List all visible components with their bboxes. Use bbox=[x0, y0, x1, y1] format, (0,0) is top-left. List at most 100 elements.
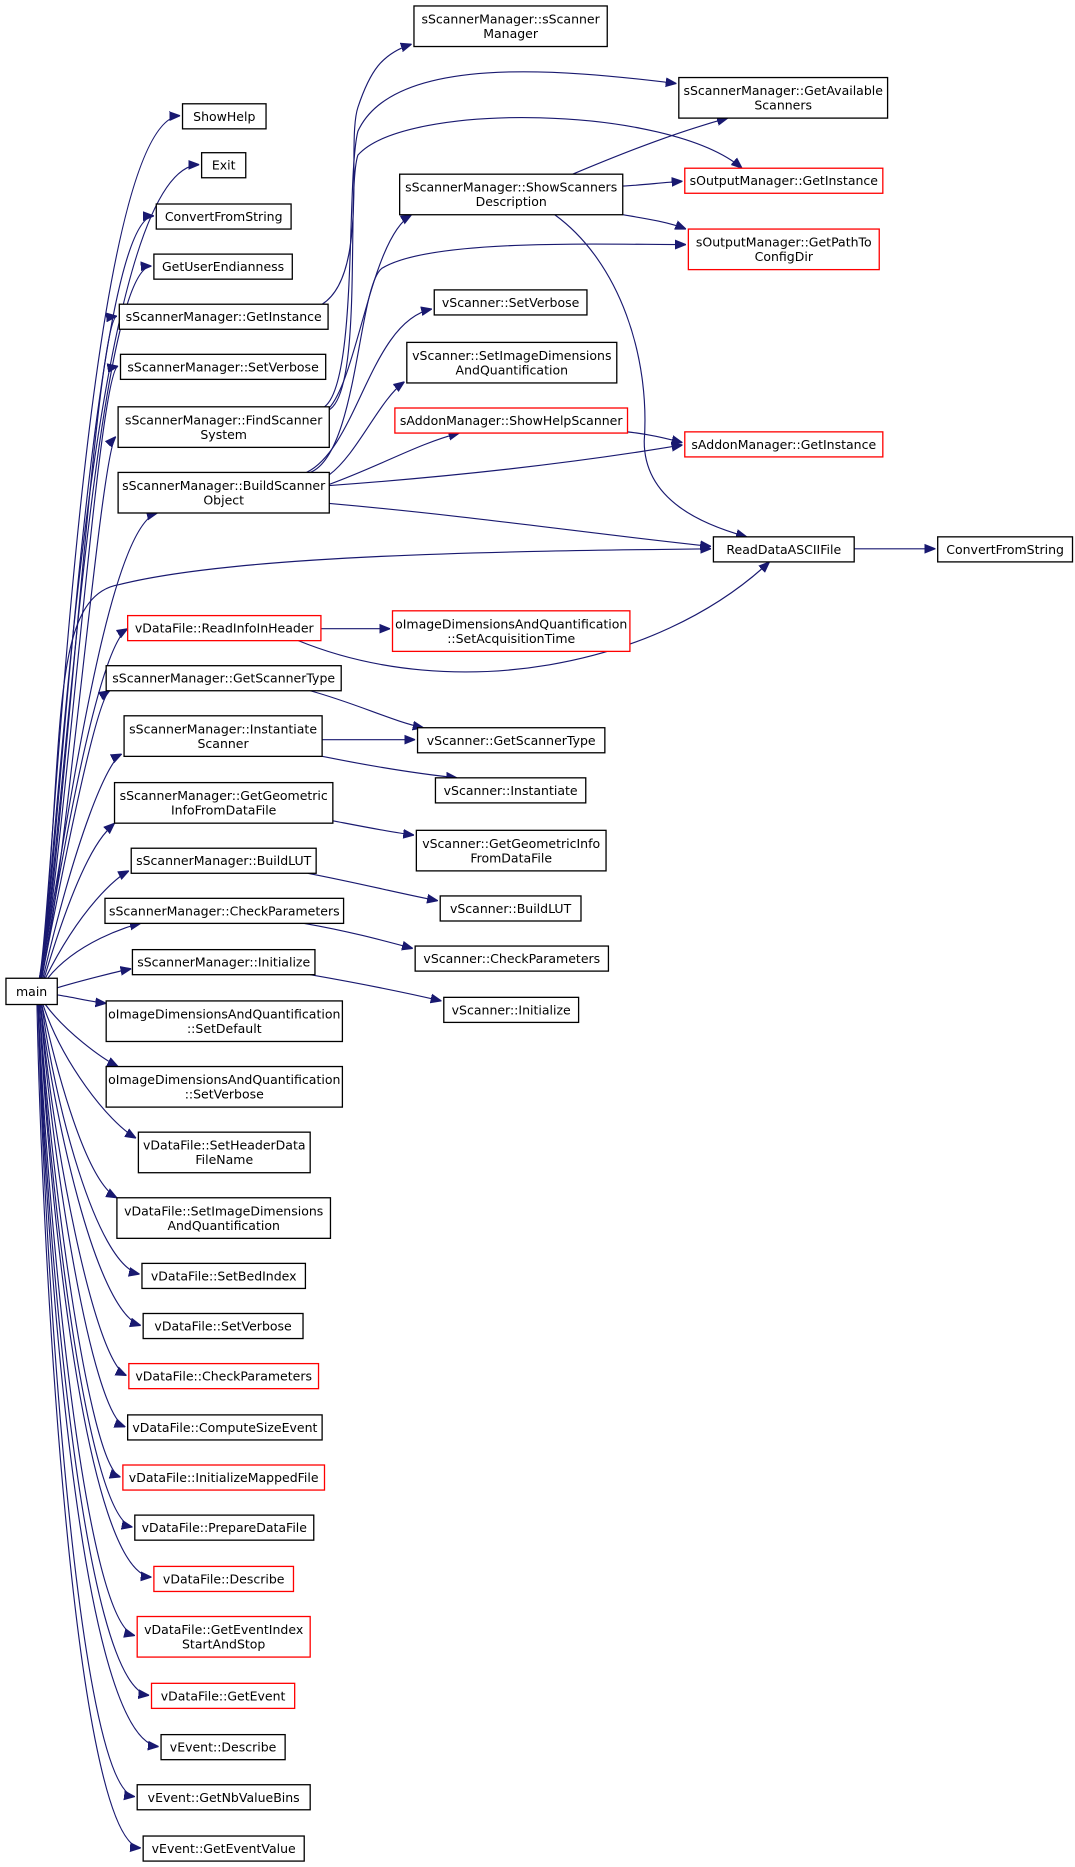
node-box[interactable] bbox=[439, 895, 582, 922]
node-am_showhelpscanner[interactable]: sAddonManager::ShowHelpScanner bbox=[394, 407, 629, 434]
node-sm_getgeometricinfo[interactable]: sScannerManager::GetGeometricInfoFromDat… bbox=[113, 781, 334, 824]
node-box[interactable] bbox=[394, 407, 629, 434]
node-convertfromstring_b[interactable]: ConvertFromString bbox=[937, 536, 1074, 563]
node-box[interactable] bbox=[687, 228, 880, 271]
node-box[interactable] bbox=[131, 948, 316, 976]
node-df_computesizeevent[interactable]: vDataFile::ComputeSizeEvent bbox=[127, 1414, 323, 1441]
node-df_setbedindex[interactable]: vDataFile::SetBedIndex bbox=[141, 1262, 307, 1290]
node-sm_getscannertype[interactable]: sScannerManager::GetScannerType bbox=[105, 665, 342, 692]
node-sm_sscannermanager[interactable]: sScannerManager::sScannerManager bbox=[413, 5, 608, 48]
node-sm_checkparameters[interactable]: sScannerManager::CheckParameters bbox=[104, 897, 345, 925]
node-box[interactable] bbox=[391, 610, 631, 653]
node-box[interactable] bbox=[200, 152, 247, 179]
node-df_preparedatafile[interactable]: vDataFile::PrepareDataFile bbox=[134, 1514, 315, 1541]
node-box[interactable] bbox=[406, 341, 618, 384]
node-showhelp[interactable]: ShowHelp bbox=[181, 103, 267, 130]
node-box[interactable] bbox=[434, 777, 587, 804]
node-main[interactable]: main bbox=[5, 977, 58, 1006]
node-sm_getinstance[interactable]: sScannerManager::GetInstance bbox=[118, 303, 329, 330]
node-box[interactable] bbox=[399, 173, 624, 216]
node-box[interactable] bbox=[105, 1000, 344, 1043]
node-box[interactable] bbox=[141, 1262, 307, 1290]
node-box[interactable] bbox=[433, 289, 588, 316]
node-vs_setverbose[interactable]: vScanner::SetVerbose bbox=[433, 289, 588, 316]
node-box[interactable] bbox=[937, 536, 1074, 563]
node-box[interactable] bbox=[113, 781, 334, 824]
node-box[interactable] bbox=[5, 977, 58, 1006]
node-vs_setimagedimensions[interactable]: vScanner::SetImageDimensionsAndQuantific… bbox=[406, 341, 618, 384]
node-vs_checkparameters[interactable]: vScanner::CheckParameters bbox=[414, 945, 610, 972]
node-sm_setverbose[interactable]: sScannerManager::SetVerbose bbox=[119, 353, 327, 381]
node-vs_instantiate[interactable]: vScanner::Instantiate bbox=[434, 777, 587, 804]
node-oi_setdefault[interactable]: oImageDimensionsAndQuantification::SetDe… bbox=[105, 1000, 344, 1043]
node-df_readinfoinheader[interactable]: vDataFile::ReadInfoInHeader bbox=[127, 614, 322, 642]
node-box[interactable] bbox=[119, 353, 327, 381]
node-box[interactable] bbox=[443, 996, 580, 1024]
node-exit[interactable]: Exit bbox=[200, 152, 247, 179]
node-getuserendianness[interactable]: GetUserEndianness bbox=[153, 253, 293, 280]
node-box[interactable] bbox=[127, 1414, 323, 1441]
node-convertfromstring_a[interactable]: ConvertFromString bbox=[155, 203, 292, 230]
node-ev_describe[interactable]: vEvent::Describe bbox=[160, 1733, 286, 1761]
node-box[interactable] bbox=[117, 406, 330, 449]
node-ev_getnbvaluebins[interactable]: vEvent::GetNbValueBins bbox=[136, 1784, 311, 1811]
node-df_describe[interactable]: vDataFile::Describe bbox=[153, 1565, 295, 1593]
node-om_getinstance[interactable]: sOutputManager::GetInstance bbox=[684, 167, 884, 194]
node-ev_geteventvalue[interactable]: vEvent::GetEventValue bbox=[142, 1835, 305, 1862]
node-box[interactable] bbox=[153, 253, 293, 280]
node-sm_initialize[interactable]: sScannerManager::Initialize bbox=[131, 948, 316, 976]
node-box[interactable] bbox=[122, 1464, 326, 1491]
node-box[interactable] bbox=[137, 1131, 311, 1174]
node-df_setimagedimensions[interactable]: vDataFile::SetImageDimensionsAndQuantifi… bbox=[116, 1197, 332, 1239]
node-box[interactable] bbox=[160, 1733, 286, 1761]
node-box[interactable] bbox=[155, 203, 292, 230]
node-vs_initialize[interactable]: vScanner::Initialize bbox=[443, 996, 580, 1024]
node-oi_setverbose[interactable]: oImageDimensionsAndQuantification::SetVe… bbox=[105, 1065, 344, 1108]
node-box[interactable] bbox=[104, 897, 345, 925]
node-box[interactable] bbox=[413, 5, 608, 48]
node-box[interactable] bbox=[128, 1362, 320, 1390]
node-oi_setacquisitiontime[interactable]: oImageDimensionsAndQuantification::SetAc… bbox=[391, 610, 631, 653]
node-box[interactable] bbox=[105, 665, 342, 692]
node-box[interactable] bbox=[684, 431, 884, 458]
node-box[interactable] bbox=[712, 536, 855, 563]
node-vs_getscannertype[interactable]: vScanner::GetScannerType bbox=[416, 727, 606, 754]
node-sm_buildlut[interactable]: sScannerManager::BuildLUT bbox=[130, 847, 317, 874]
node-box[interactable] bbox=[130, 847, 317, 874]
node-box[interactable] bbox=[150, 1682, 296, 1710]
node-box[interactable] bbox=[136, 1784, 311, 1811]
node-df_setverbose[interactable]: vDataFile::SetVerbose bbox=[142, 1312, 304, 1340]
node-box[interactable] bbox=[105, 1065, 344, 1108]
node-am_getinstance[interactable]: sAddonManager::GetInstance bbox=[684, 431, 884, 458]
node-box[interactable] bbox=[134, 1514, 315, 1541]
node-box[interactable] bbox=[117, 471, 330, 514]
node-box[interactable] bbox=[678, 76, 889, 119]
node-box[interactable] bbox=[153, 1565, 295, 1593]
node-box[interactable] bbox=[116, 1197, 332, 1239]
node-box[interactable] bbox=[142, 1835, 305, 1862]
node-box[interactable] bbox=[118, 303, 329, 330]
node-box[interactable] bbox=[684, 167, 884, 194]
node-df_initializemappedfile[interactable]: vDataFile::InitializeMappedFile bbox=[122, 1464, 326, 1491]
node-box[interactable] bbox=[415, 829, 607, 872]
node-box[interactable] bbox=[123, 715, 323, 758]
node-readdataasciifile[interactable]: ReadDataASCIIFile bbox=[712, 536, 855, 563]
node-box[interactable] bbox=[414, 945, 610, 972]
node-box[interactable] bbox=[136, 1615, 311, 1658]
node-box[interactable] bbox=[416, 727, 606, 754]
node-box[interactable] bbox=[181, 103, 267, 130]
node-df_getevent[interactable]: vDataFile::GetEvent bbox=[150, 1682, 296, 1710]
node-vs_buildlut[interactable]: vScanner::BuildLUT bbox=[439, 895, 582, 922]
node-box[interactable] bbox=[127, 614, 322, 642]
node-box[interactable] bbox=[142, 1312, 304, 1340]
node-df_checkparameters[interactable]: vDataFile::CheckParameters bbox=[128, 1362, 320, 1390]
